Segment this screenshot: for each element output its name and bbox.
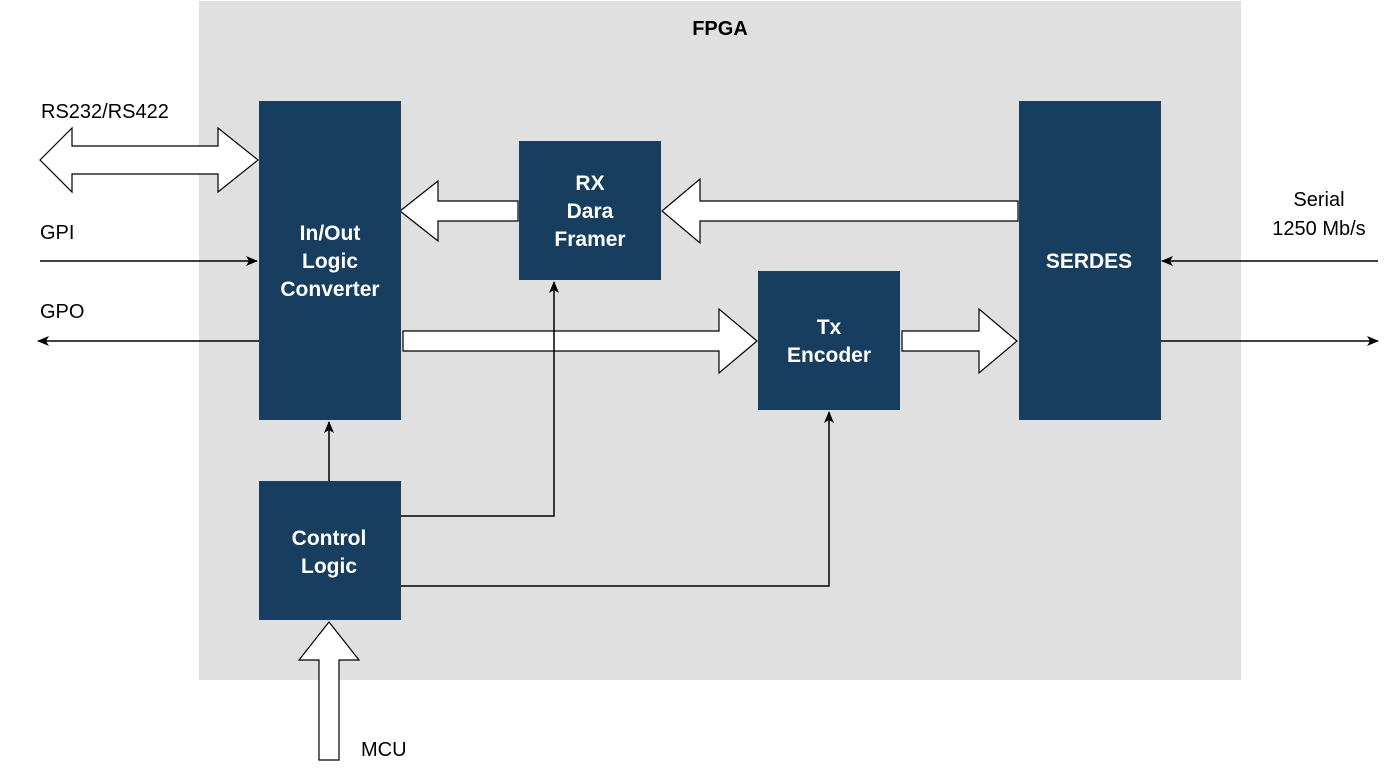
gpo-label: GPO <box>40 301 84 323</box>
control-to-tx-line <box>401 411 834 587</box>
mcu-input-arrow <box>297 621 361 761</box>
inout-to-tx-arrow <box>402 307 758 375</box>
inout-line-3: Converter <box>280 278 379 301</box>
serdes-block: SERDES <box>1019 101 1161 420</box>
rx-to-inout-arrow <box>399 179 519 243</box>
rx-line-1: RX <box>575 172 604 195</box>
inout-line-2: Logic <box>302 250 358 273</box>
rs232-bidirectional-arrow <box>39 126 259 194</box>
tx-line-1: Tx <box>817 316 842 339</box>
gpi-label: GPI <box>40 222 74 244</box>
inout-line-1: In/Out <box>300 222 361 245</box>
control-logic-block: Control Logic <box>259 481 401 620</box>
tx-line-2: Encoder <box>787 344 871 367</box>
mcu-label: MCU <box>361 739 407 761</box>
rs232-label: RS232/RS422 <box>41 101 169 123</box>
serdes-to-rx-arrow <box>661 177 1019 245</box>
inout-logic-converter-block: In/Out Logic Converter <box>259 101 401 420</box>
rx-line-3: Framer <box>554 228 625 251</box>
rx-line-2: Dara <box>567 200 614 223</box>
control-line-1: Control <box>292 527 367 550</box>
control-to-rx-line <box>401 281 559 517</box>
control-line-2: Logic <box>301 555 357 578</box>
tx-encoder-block: Tx Encoder <box>758 271 900 410</box>
fpga-title: FPGA <box>692 18 748 40</box>
serdes-label: SERDES <box>1046 250 1132 273</box>
serial-rate-label: 1250 Mb/s <box>1272 218 1365 240</box>
serial-label: Serial <box>1293 189 1344 211</box>
tx-to-serdes-arrow <box>901 307 1018 375</box>
rx-data-framer-block: RX Dara Framer <box>519 141 661 280</box>
